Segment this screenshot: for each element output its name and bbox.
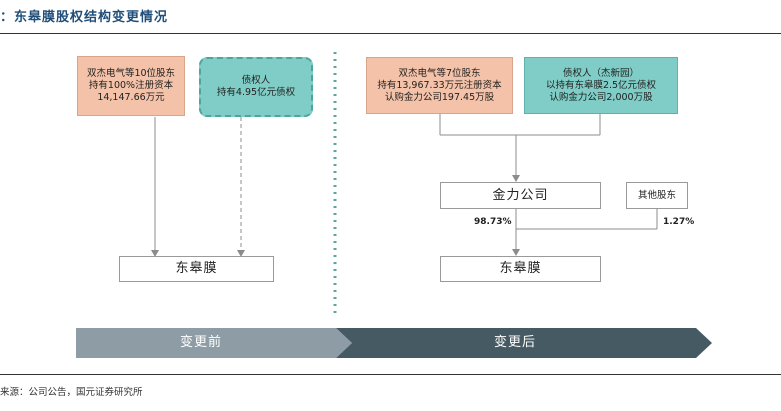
before-target-label: 东皋膜: [175, 261, 218, 276]
other-shareholders-label: 其他股东: [637, 189, 676, 201]
other-shareholders-box: 其他股东: [626, 182, 688, 209]
after-creditor-line-1: 债权人（杰新园）: [562, 67, 639, 79]
before-shareholders-line-2: 持有100%注册资本: [88, 80, 174, 91]
after-shareholders-box: 双杰电气等7位股东 持有13,967.33万元注册资本 认购金力公司197.45…: [366, 57, 513, 114]
pct-jinli: 98.73%: [474, 217, 512, 227]
before-creditor-box: 债权人 持有4.95亿元债权: [199, 57, 313, 117]
after-shareholders-line-1: 双杰电气等7位股东: [398, 67, 481, 79]
banner-before: [76, 328, 352, 358]
page-title: ：东皋膜股权结构变更情况: [0, 10, 169, 25]
banner-before-label: 变更前: [180, 335, 223, 350]
after-creditor-line-3: 认购金力公司2,000万股: [549, 91, 653, 103]
before-creditor-line-1: 债权人: [241, 75, 271, 86]
bottom-rule: [0, 374, 781, 375]
after-creditor-line-2: 以持有东皋膜2.5亿元债权: [545, 79, 657, 91]
after-shareholders-line-2: 持有13,967.33万元注册资本: [377, 79, 502, 91]
jinli-label: 金力公司: [492, 187, 549, 203]
banner-after: [336, 328, 712, 358]
banner-after-label: 变更后: [494, 335, 537, 350]
jinli-box: 金力公司: [440, 182, 601, 209]
after-shareholders-line-3: 认购金力公司197.45万股: [384, 91, 495, 103]
top-rule: [0, 33, 781, 34]
pct-other: 1.27%: [663, 217, 695, 227]
before-shareholders-box: 双杰电气等10位股东 持有100%注册资本 14,147.66万元: [77, 56, 185, 116]
source-footnote: 来源：公司公告，国元证券研究所: [0, 387, 143, 398]
before-creditor-line-2: 持有4.95亿元债权: [216, 87, 296, 98]
before-shareholders-line-3: 14,147.66万元: [97, 92, 165, 103]
after-target-label: 东皋膜: [499, 261, 542, 276]
before-shareholders-line-1: 双杰电气等10位股东: [86, 68, 176, 79]
before-target-box: 东皋膜: [119, 256, 274, 282]
after-target-box: 东皋膜: [440, 256, 601, 282]
after-creditor-box: 债权人（杰新园） 以持有东皋膜2.5亿元债权 认购金力公司2,000万股: [524, 57, 678, 114]
